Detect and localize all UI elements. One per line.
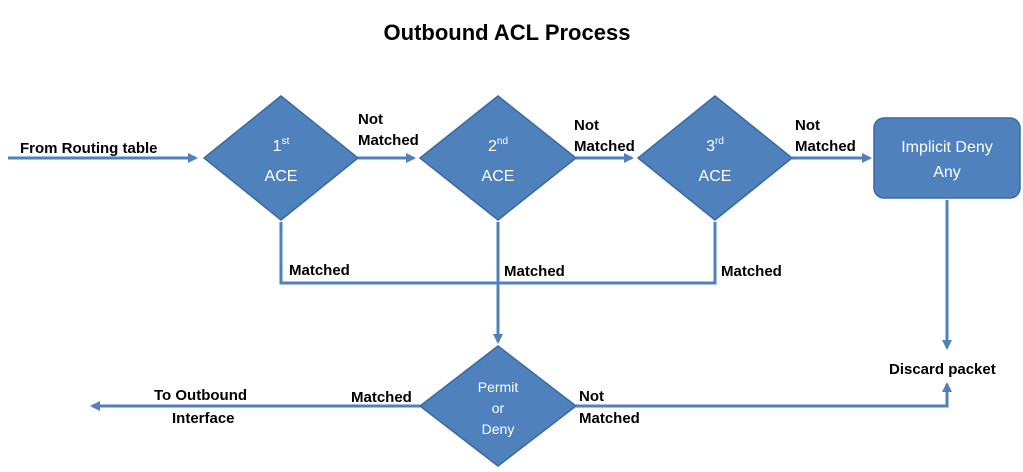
- not-matched-3-line1: Not: [795, 117, 820, 134]
- implicit-deny-line1: Implicit Deny: [901, 139, 993, 156]
- permit-deny-line2: or: [492, 400, 505, 416]
- ace-1-label: ACE: [265, 168, 298, 185]
- not-matched-1-line2: Matched: [358, 132, 419, 149]
- not-matched-2-line2: Matched: [574, 138, 635, 155]
- ace-1-number: 1st: [273, 136, 290, 155]
- implicit-deny-line2: Any: [933, 164, 961, 181]
- ace-1-diamond: [202, 95, 360, 221]
- ace-2-number: 2nd: [488, 136, 508, 155]
- permit-not-matched-line1: Not: [579, 388, 604, 405]
- not-matched-3-line2: Matched: [795, 138, 856, 155]
- matched-2-label: Matched: [504, 263, 565, 280]
- to-outbound-line1: To Outbound: [154, 387, 247, 404]
- discard-packet-label: Discard packet: [889, 361, 996, 378]
- ace-2-diamond: [418, 95, 578, 221]
- permit-deny-line3: Deny: [482, 421, 515, 437]
- permit-deny-diamond: [418, 345, 578, 467]
- matched-3-label: Matched: [721, 263, 782, 280]
- arrow-not-matched-to-discard: [576, 382, 952, 408]
- matched-1-label: Matched: [289, 262, 350, 279]
- ace-3-number: 3rd: [706, 136, 724, 155]
- permit-matched-label: Matched: [351, 389, 412, 406]
- diagram-title: Outbound ACL Process: [384, 20, 631, 45]
- ace-3-label: ACE: [699, 168, 732, 185]
- from-routing-label: From Routing table: [20, 140, 158, 157]
- to-outbound-line2: Interface: [172, 410, 235, 427]
- not-matched-2-line1: Not: [574, 117, 599, 134]
- permit-deny-line1: Permit: [478, 379, 519, 395]
- ace-2-label: ACE: [482, 168, 515, 185]
- permit-not-matched-line2: Matched: [579, 410, 640, 427]
- implicit-deny-box: [873, 117, 1021, 199]
- ace-3-diamond: [636, 95, 794, 221]
- not-matched-1-line1: Not: [358, 111, 383, 128]
